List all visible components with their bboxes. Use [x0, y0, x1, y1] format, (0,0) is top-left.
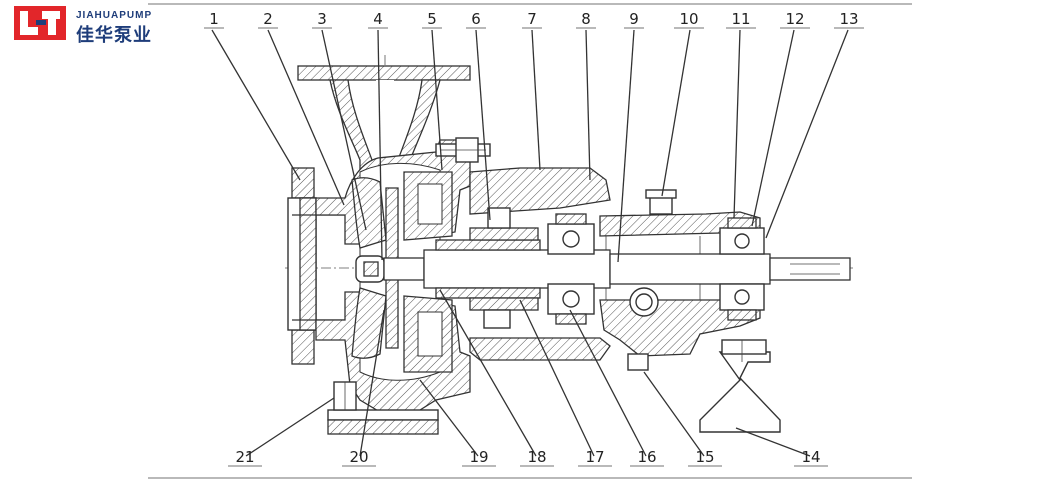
- callout-14: 14: [801, 448, 820, 466]
- callout-10: 10: [679, 10, 698, 28]
- callout-17: 17: [585, 448, 604, 466]
- pump-shaft: [383, 249, 851, 289]
- callout-19: 19: [469, 448, 488, 466]
- callout-2: 2: [263, 10, 273, 28]
- callout-6: 6: [471, 10, 481, 28]
- callout-12: 12: [785, 10, 804, 28]
- rear-bearing: [719, 217, 765, 321]
- callout-9: 9: [629, 10, 639, 28]
- callout-21: 21: [235, 448, 254, 466]
- callout-5: 5: [427, 10, 437, 28]
- callout-18: 18: [527, 448, 546, 466]
- support-foot: [699, 339, 781, 433]
- oil-sight-glass: [629, 287, 659, 317]
- oil-drain-plug: [627, 353, 649, 371]
- callout-4: 4: [373, 10, 383, 28]
- callout-13: 13: [839, 10, 858, 28]
- callout-7: 7: [527, 10, 537, 28]
- casing-foot: [327, 381, 439, 435]
- callouts-bottom: 21 20 19 18 17 16 15 14: [235, 448, 820, 466]
- brand-logo: JIAHUAPUMP 佳华泵业: [14, 6, 184, 46]
- shaft-sleeve: [435, 227, 541, 311]
- callout-15: 15: [695, 448, 714, 466]
- front-bearing: [547, 213, 595, 325]
- callout-20: 20: [349, 448, 368, 466]
- callout-16: 16: [637, 448, 656, 466]
- oil-filler-plug: [645, 189, 677, 215]
- gland-stud: [483, 207, 511, 329]
- suction-flange: [287, 167, 345, 365]
- casing-bolt-top: [435, 137, 491, 163]
- brand-chinese-name: 佳华泵业: [76, 25, 152, 46]
- logo-mark-icon: [14, 6, 66, 40]
- callout-underlines: [204, 27, 864, 467]
- callout-8: 8: [581, 10, 591, 28]
- back-cover: [403, 171, 453, 373]
- callout-11: 11: [731, 10, 750, 28]
- leader-lines: [211, 29, 849, 457]
- callout-3: 3: [317, 10, 327, 28]
- callouts-top: 1 2 3 4 5 6 7 8 9 10 11 12 13: [209, 10, 858, 28]
- brand-latin-name: JIAHUAPUMP: [76, 10, 153, 21]
- callout-1: 1: [209, 10, 219, 28]
